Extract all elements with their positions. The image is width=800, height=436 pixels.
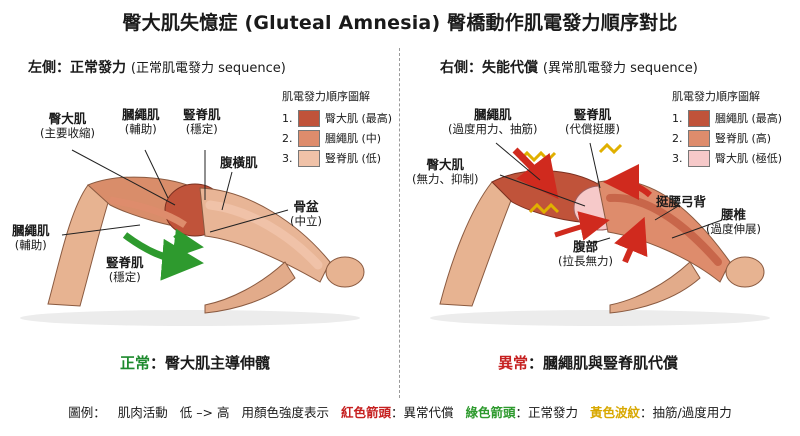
page-title: 臀大肌失憶症 (Gluteal Amnesia) 臀橋動作肌電發力順序對比 [122, 12, 678, 34]
left-label-pelvis: 骨盆(中立) [290, 199, 322, 229]
right-caption: 異常：膕繩肌與豎脊肌代償 [498, 354, 679, 372]
legend-red-key: 紅色箭頭 [340, 405, 391, 420]
right-order-row-1: 1. 膕繩肌 (最高) [672, 109, 783, 127]
swatch [688, 149, 710, 167]
left-label-hamstring: 膕繩肌(輔助) [12, 223, 50, 253]
right-panel-heading: 右側：失能代償 (異常肌電發力 sequence) [440, 60, 698, 76]
swatch [298, 129, 320, 147]
right-label-hamstring: 膕繩肌(過度用力、抽筋) [448, 107, 538, 137]
right-order-row-2: 2. 豎脊肌 (高) [672, 129, 772, 147]
swatch [298, 149, 320, 167]
right-order-box: 肌電發力順序圖解 1. 膕繩肌 (最高) 2. 豎脊肌 (高) 3. 臀大肌 (… [672, 88, 782, 168]
left-caption: 正常：臀大肌主導伸髖 [120, 354, 271, 372]
right-label-erector: 豎脊肌(代償挺腰) [565, 107, 620, 137]
right-order-title: 肌電發力順序圖解 [672, 90, 760, 103]
left-label-transverse: 腹橫肌 [220, 155, 258, 170]
swatch [298, 109, 320, 127]
left-order-box: 肌電發力順序圖解 1. 臀大肌 (最高) 2. 膕繩肌 (中) 3. 豎脊肌 (… [282, 88, 392, 168]
right-label-abdomen: 腹部(拉長無力) [558, 239, 613, 269]
left-bridge-figure [20, 149, 365, 326]
left-label-hamstring-top: 膕繩肌(輔助) [122, 107, 160, 137]
legend-yellow-key: 黃色波紋 [589, 405, 640, 420]
legend: 圖例： 肌肉活動 低 –> 高 用顏色強度表示 紅色箭頭：異常代償 綠色箭頭：正… [68, 405, 732, 420]
right-label-lumbar: 腰椎(過度伸展) [706, 207, 761, 237]
left-order-row-1: 1. 臀大肌 (最高) [282, 109, 393, 127]
left-label-erector: 豎脊肌(穩定) [183, 107, 221, 137]
right-label-glute: 臀大肌(無力、抑制) [412, 157, 479, 187]
legend-green-key: 綠色箭頭 [465, 405, 516, 420]
right-order-row-3: 3. 臀大肌 (極低) [672, 149, 783, 167]
left-order-row-2: 2. 膕繩肌 (中) [282, 129, 382, 147]
right-bridge-figure [430, 142, 770, 326]
left-label-erector-low: 豎脊肌(穩定) [106, 255, 144, 285]
right-label-arch: 挺腰弓背 [656, 194, 707, 209]
left-order-row-3: 3. 豎脊肌 (低) [282, 149, 382, 167]
swatch [688, 129, 710, 147]
panel-divider [399, 48, 400, 398]
left-panel-heading: 左側：正常發力 (正常肌電發力 sequence) [28, 60, 286, 76]
swatch [688, 109, 710, 127]
left-label-glute: 臀大肌(主要收縮) [40, 111, 95, 141]
left-order-title: 肌電發力順序圖解 [282, 90, 370, 103]
